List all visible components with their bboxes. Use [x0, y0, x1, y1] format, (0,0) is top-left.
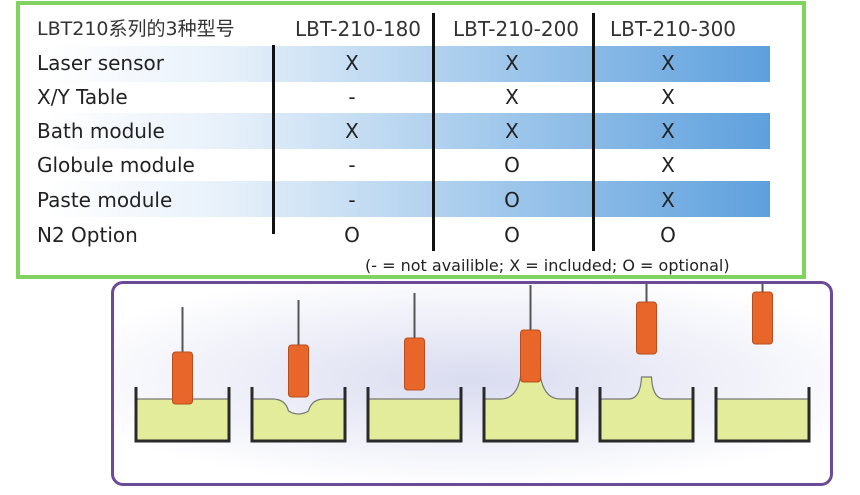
- cell-globule-module-300: X: [661, 153, 675, 177]
- cell-n2-option-300: O: [660, 223, 676, 247]
- row-stripe-laser-sensor: [48, 46, 770, 82]
- bath-container: [134, 387, 231, 443]
- solder-bath: [599, 376, 694, 442]
- solder-bath: [715, 398, 810, 442]
- cell-laser-sensor-200: X: [505, 51, 519, 75]
- solder-bath: [367, 398, 462, 442]
- header-model-200: LBT-210-200: [453, 17, 580, 41]
- column-divider: [272, 45, 275, 234]
- cell-globule-module-180: -: [348, 153, 356, 177]
- table-legend: (- = not availible; X = included; O = op…: [365, 256, 730, 275]
- process-steps-illustration: [134, 284, 811, 443]
- soldering-nozzle: [520, 329, 541, 383]
- row-label-paste-module: Paste module: [37, 188, 173, 212]
- cell-n2-option-180: O: [344, 223, 360, 247]
- solder-bath: [251, 398, 346, 442]
- header-model-180: LBT-210-180: [295, 17, 422, 41]
- bath-container: [714, 387, 811, 443]
- cell-bath-module-300: X: [661, 119, 675, 143]
- cell-globule-module-200: O: [504, 153, 520, 177]
- row-stripe-bath-module: [48, 113, 770, 149]
- row-label-xy-table: X/Y Table: [37, 85, 128, 109]
- row-label-laser-sensor: Laser sensor: [37, 51, 164, 75]
- row-label-globule-module: Globule module: [37, 153, 195, 177]
- bath-container: [598, 387, 695, 443]
- row-stripe-paste-module: [48, 181, 770, 217]
- column-divider: [432, 13, 435, 251]
- soldering-nozzle: [288, 344, 309, 398]
- soldering-nozzle: [636, 301, 657, 355]
- soldering-nozzle: [404, 337, 425, 391]
- cell-xy-table-180: -: [348, 85, 356, 109]
- cell-xy-table-200: X: [505, 85, 519, 109]
- model-comparison-table: LBT210系列的3种型号 LBT-210-180 LBT-210-200 LB…: [16, 1, 806, 279]
- row-label-bath-module: Bath module: [37, 119, 165, 143]
- bath-container: [250, 387, 347, 443]
- soldering-nozzle: [752, 291, 773, 345]
- cell-xy-table-300: X: [661, 85, 675, 109]
- cell-paste-module-200: O: [504, 188, 520, 212]
- cell-bath-module-200: X: [505, 119, 519, 143]
- cell-n2-option-200: O: [504, 223, 520, 247]
- cell-laser-sensor-300: X: [661, 51, 675, 75]
- bath-container: [366, 387, 463, 443]
- row-label-n2-option: N2 Option: [37, 223, 138, 247]
- solder-bath: [135, 398, 230, 442]
- solder-process-sequence: [111, 281, 833, 486]
- table-title: LBT210系列的3种型号: [37, 18, 235, 40]
- cell-paste-module-180: -: [348, 188, 356, 212]
- soldering-nozzle: [172, 351, 193, 405]
- bath-container: [482, 387, 579, 443]
- column-divider: [592, 13, 595, 251]
- solder-bath: [483, 376, 578, 442]
- cell-laser-sensor-180: X: [345, 51, 359, 75]
- header-model-300: LBT-210-300: [610, 17, 737, 41]
- cell-paste-module-300: X: [661, 188, 675, 212]
- cell-bath-module-180: X: [345, 119, 359, 143]
